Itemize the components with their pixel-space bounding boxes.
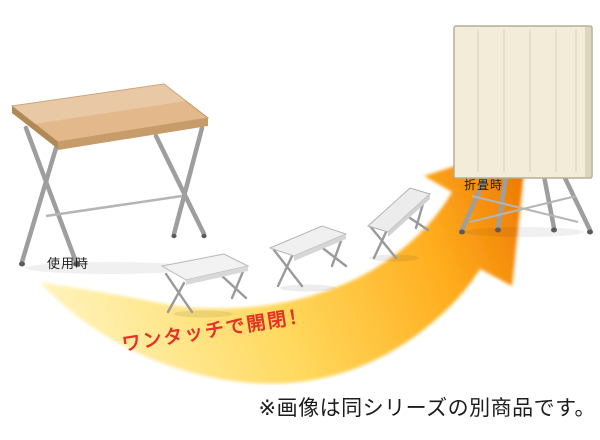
in-use-label: 使用時 bbox=[47, 257, 90, 272]
disclaimer-text: ※画像は同シリーズの別商品です。 bbox=[258, 396, 596, 420]
transition-step-1-figure bbox=[160, 253, 250, 318]
open-table-figure bbox=[10, 83, 210, 274]
folded-label: 折畳時 bbox=[464, 178, 504, 192]
folded-table-figure bbox=[453, 25, 593, 237]
transition-step-2-figure bbox=[268, 225, 348, 292]
transition-step-3-figure bbox=[367, 187, 431, 262]
